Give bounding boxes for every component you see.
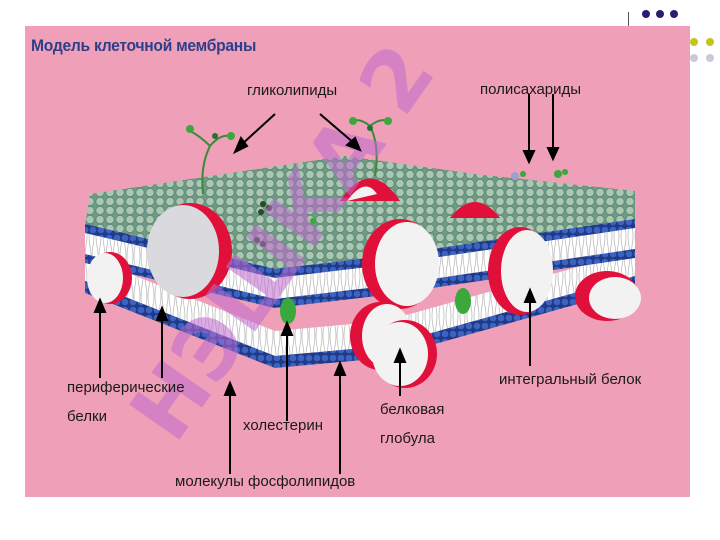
peripheral-protein-right (575, 271, 641, 321)
integral-protein-right (488, 227, 553, 315)
glycolipid-sugar (227, 132, 235, 140)
label-globule-line1: белковая (380, 401, 445, 418)
cholesterol-molecule (455, 288, 471, 314)
glycolipid-sugar (186, 125, 194, 133)
slide-decoration-dots (628, 10, 720, 80)
bilayer-front-tails (85, 251, 635, 356)
polysaccharide-chain (511, 169, 568, 180)
decor-dot (706, 38, 714, 46)
surface-molecules (254, 201, 316, 247)
decor-dot (656, 10, 664, 18)
label-integral-protein: интегральный белок (499, 371, 642, 388)
glycolipid-sugar (384, 117, 392, 125)
bilayer-mid-heads (85, 249, 635, 308)
label-cholesterol: холестерин (243, 417, 323, 434)
diagram-title: Модель клеточной мембраны (31, 36, 257, 55)
peripheral-protein-left (87, 252, 132, 304)
glycolipid-sugar (349, 117, 357, 125)
label-phospholipids: молекулы фосфолипидов (175, 473, 356, 490)
membrane-figure: НЭШКА 2 Модель клеточной мембраны гликол… (25, 26, 690, 497)
decor-dot (690, 54, 698, 62)
label-polysaccharides: полисахариды (480, 81, 582, 98)
glycolipid-sugar (367, 125, 373, 131)
decor-dot (690, 38, 698, 46)
decor-dot (642, 10, 650, 18)
surface-protein-dome (340, 178, 400, 201)
label-glycolipids: гликолипиды (247, 82, 338, 99)
glycolipid-sugar (212, 133, 218, 139)
decor-dot (706, 54, 714, 62)
integral-protein-center (362, 219, 439, 309)
bilayer-bottom-heads (85, 276, 635, 368)
surface-protein-dome-right (450, 202, 500, 218)
peripheral-protein-large (147, 203, 232, 299)
label-peripheral-line1: периферические (67, 379, 185, 396)
cholesterol-molecule (280, 298, 296, 324)
label-peripheral-line2: белки (67, 408, 107, 425)
slide-divider-line (628, 12, 629, 26)
decor-dot (670, 10, 678, 18)
label-globule-line2: глобула (380, 430, 435, 447)
membrane-diagram: НЭШКА 2 (85, 27, 641, 474)
label-arrows (93, 94, 560, 474)
